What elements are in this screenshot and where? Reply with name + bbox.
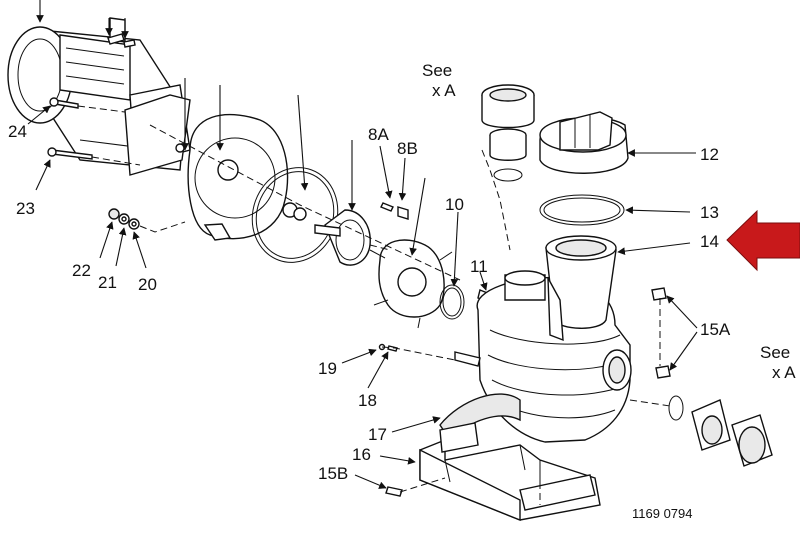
part-12-lid [539, 111, 629, 174]
see-top-line2: x A [432, 81, 456, 100]
top-union-fitting [481, 84, 535, 182]
callout-22: 22 [72, 261, 91, 280]
see-right-line2: x A [772, 363, 796, 382]
callout-19: 19 [318, 359, 337, 378]
shaft-seal [282, 202, 307, 221]
diffuser [369, 239, 453, 329]
callout-15B: 15B [318, 464, 348, 483]
callout-20: 20 [138, 275, 157, 294]
see-right-line1: See [760, 343, 790, 362]
parts-8A-8B-screws [380, 202, 409, 220]
callout-12: 12 [700, 145, 719, 164]
callout-10: 10 [445, 195, 464, 214]
right-union-fitting [668, 395, 773, 467]
callout-11: 11 [470, 257, 488, 276]
part-16-base [419, 422, 601, 522]
part-23-bolt [47, 147, 93, 160]
callout-13: 13 [700, 203, 719, 222]
part-10-o-ring [439, 284, 465, 320]
see-top-line1: See [422, 61, 452, 80]
red-pointer-arrow [726, 209, 800, 272]
callout-15A: 15A [700, 320, 731, 339]
drawing-number: 1169 0794 [632, 506, 693, 521]
part-13-lid-o-ring [539, 194, 625, 226]
part-14-strainer-basket [545, 235, 617, 342]
impeller [314, 209, 371, 266]
assembly-lines [77, 105, 671, 505]
callout-8B: 8B [397, 139, 418, 158]
callout-16: 16 [352, 445, 371, 464]
seal-plate [187, 113, 289, 241]
part-24-screw [49, 97, 79, 109]
leader-lines [27, 0, 698, 489]
callout-14: 14 [700, 232, 719, 251]
callout-21: 21 [98, 273, 117, 292]
motor-screws [107, 33, 136, 48]
part-15B-screw [385, 486, 403, 497]
callout-24: 24 [8, 122, 27, 141]
callout-23: 23 [16, 199, 35, 218]
parts-20-21-22-washers [108, 208, 140, 230]
callout-17: 17 [368, 425, 387, 444]
callout-8A: 8A [368, 125, 389, 144]
part-15A-screws [651, 287, 671, 379]
callout-18: 18 [358, 391, 377, 410]
